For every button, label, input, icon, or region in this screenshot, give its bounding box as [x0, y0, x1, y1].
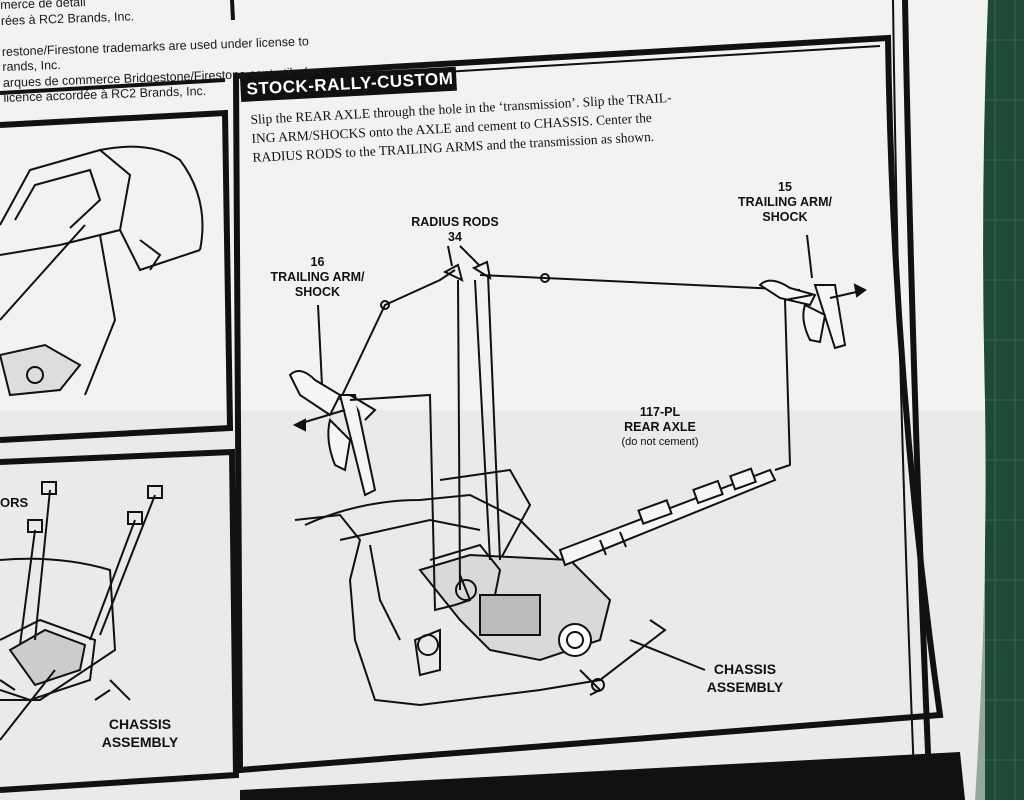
bottom-border	[240, 752, 965, 800]
callout-note: (do not cement)	[621, 436, 699, 448]
outer-border-inner	[892, 0, 916, 800]
legal-box-right	[230, 0, 235, 21]
callout-label: SHOCK	[762, 210, 808, 224]
leader-lines	[109, 234, 813, 701]
callout-chassis-main: CHASSIS ASSEMBLY	[695, 660, 795, 696]
callout-label: ASSEMBLY	[706, 679, 784, 695]
callout-label: SHOCK	[294, 285, 341, 299]
main-panel-border	[232, 34, 944, 774]
left-trailing-arm-drawing	[288, 370, 377, 497]
callout-label: CHASSIS	[108, 716, 172, 732]
callout-label: REAR AXLE	[624, 420, 696, 434]
callout-number: 15	[778, 180, 792, 194]
main-drawing	[294, 468, 667, 707]
callout-trailing-arm-right: 15 TRAILING ARM/ SHOCK	[725, 180, 845, 225]
callout-label: ASSEMBLY	[101, 734, 179, 750]
callout-left-partial: ORS	[0, 495, 29, 510]
callout-radius-rods: RADIUS RODS 34	[400, 215, 510, 245]
rear-axle-drawing	[558, 467, 777, 567]
legal-box-border	[0, 78, 226, 95]
radius-rods-drawing	[339, 260, 801, 591]
callout-chassis-left: CHASSIS ASSEMBLY	[85, 715, 195, 751]
left-upper-drawing	[0, 145, 204, 397]
callout-label: RADIUS RODS	[411, 215, 499, 229]
left-lower-drawing	[0, 481, 163, 741]
callout-number: 16	[310, 255, 325, 269]
callout-number: 117-PL	[639, 405, 681, 419]
callout-trailing-arm-left: 16 TRAILING ARM/ SHOCK	[255, 255, 380, 300]
callout-label: CHASSIS	[713, 661, 777, 677]
callout-label: TRAILING ARM/	[738, 195, 832, 209]
right-trailing-arm-drawing	[758, 279, 867, 350]
callout-number: 34	[448, 230, 462, 244]
left-panel-lower	[0, 448, 240, 793]
callout-label: TRAILING ARM/	[270, 270, 365, 284]
callout-rear-axle: 117-PL REAR AXLE (do not cement)	[600, 405, 720, 450]
left-panel-upper	[0, 109, 234, 443]
outer-border	[902, 0, 933, 800]
